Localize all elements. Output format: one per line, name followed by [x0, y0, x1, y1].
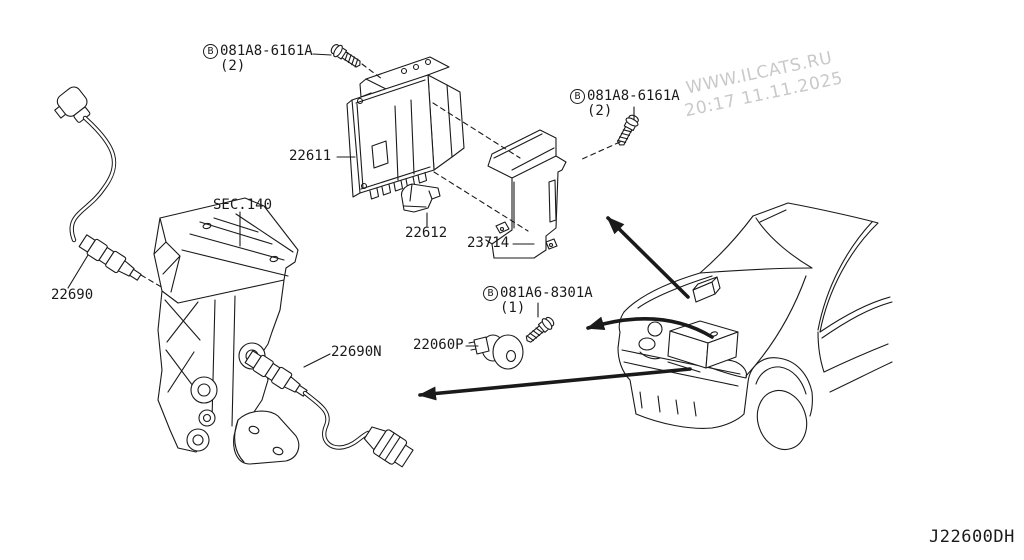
bolt-right-part-number: 081A8-6161A	[587, 88, 680, 104]
bolt-top-part-number: 081A8-6161A	[220, 43, 313, 59]
circled-b-icon: B	[483, 286, 498, 301]
o2-sensor-front-connector	[54, 86, 91, 123]
leader-lines	[67, 53, 635, 368]
exhaust-manifold-drawing	[153, 197, 300, 465]
ecm-location-box	[692, 276, 721, 303]
label-22690: 22690	[51, 287, 94, 303]
bolt-top-row: B 081A8-6161A	[203, 44, 313, 59]
circled-b-icon: B	[570, 89, 585, 104]
arrow-to-ecm-location	[606, 216, 690, 299]
label-bolt-top: B 081A8-6161A (2)	[203, 44, 313, 74]
ecm-drawing	[346, 56, 465, 200]
o2-sensor-rear-cable	[302, 390, 371, 450]
label-22611: 22611	[289, 148, 332, 164]
bolt-top-drawing	[328, 41, 364, 72]
arrow-curved	[586, 316, 714, 339]
arrow-long	[418, 367, 692, 401]
label-bolt-right: B 081A8-6161A (2)	[570, 89, 680, 119]
knock-sensor-drawing	[468, 334, 524, 370]
o2-sensor-rear-connector	[363, 426, 414, 468]
bolt-right-row: B 081A8-6161A	[570, 89, 680, 104]
diagram-code: J22600DH	[929, 527, 1015, 547]
dashed-leader-lines	[140, 63, 621, 289]
label-22060p: 22060P	[413, 337, 464, 353]
label-sec140: SEC.140	[213, 197, 273, 213]
bolt-knock-qty: (1)	[500, 300, 526, 316]
bolt-top-qty: (2)	[220, 58, 246, 74]
label-22612: 22612	[405, 225, 448, 241]
label-23714: 23714	[467, 235, 510, 251]
label-bolt-knock: B 081A6-8301A (1)	[483, 286, 593, 316]
o2-sensor-front-cable	[69, 115, 117, 243]
car-drawing	[617, 202, 893, 451]
bolt-knock-row: B 081A6-8301A	[483, 286, 593, 301]
bolt-right-qty: (2)	[587, 103, 613, 119]
bolt-knock-part-number: 081A6-8301A	[500, 285, 593, 301]
label-22690n: 22690N	[331, 344, 382, 360]
o2-sensor-front-body	[77, 232, 145, 286]
clip-22612-drawing	[400, 183, 441, 213]
o2-sensor-rear-body	[243, 348, 311, 402]
circled-b-icon: B	[203, 44, 218, 59]
bolt-knock-drawing	[522, 314, 557, 347]
locator-arrows	[418, 216, 714, 401]
bracket-23714-drawing	[485, 129, 567, 259]
